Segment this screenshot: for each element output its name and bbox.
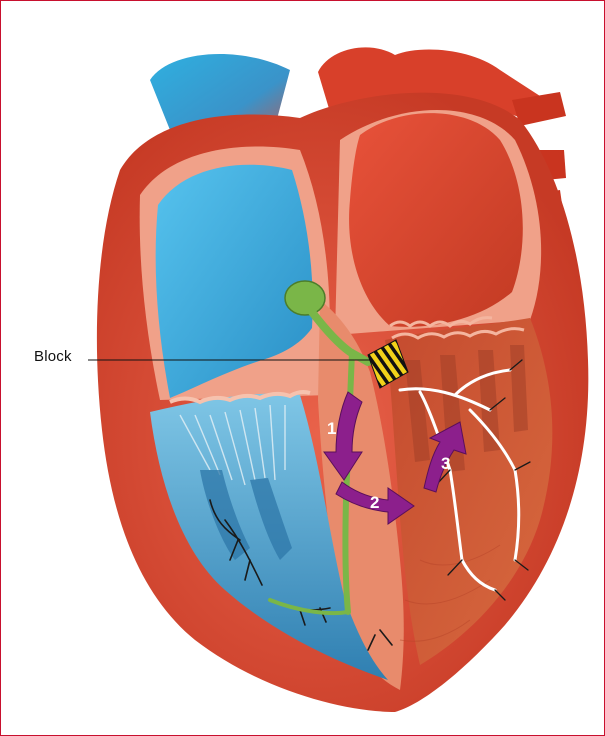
left-atrium <box>349 113 523 327</box>
step-label-2: 2 <box>370 493 379 512</box>
block-label: Block <box>34 348 72 365</box>
step-label-3: 3 <box>441 454 450 473</box>
step-label-1: 1 <box>327 419 336 438</box>
av-node <box>285 281 325 315</box>
